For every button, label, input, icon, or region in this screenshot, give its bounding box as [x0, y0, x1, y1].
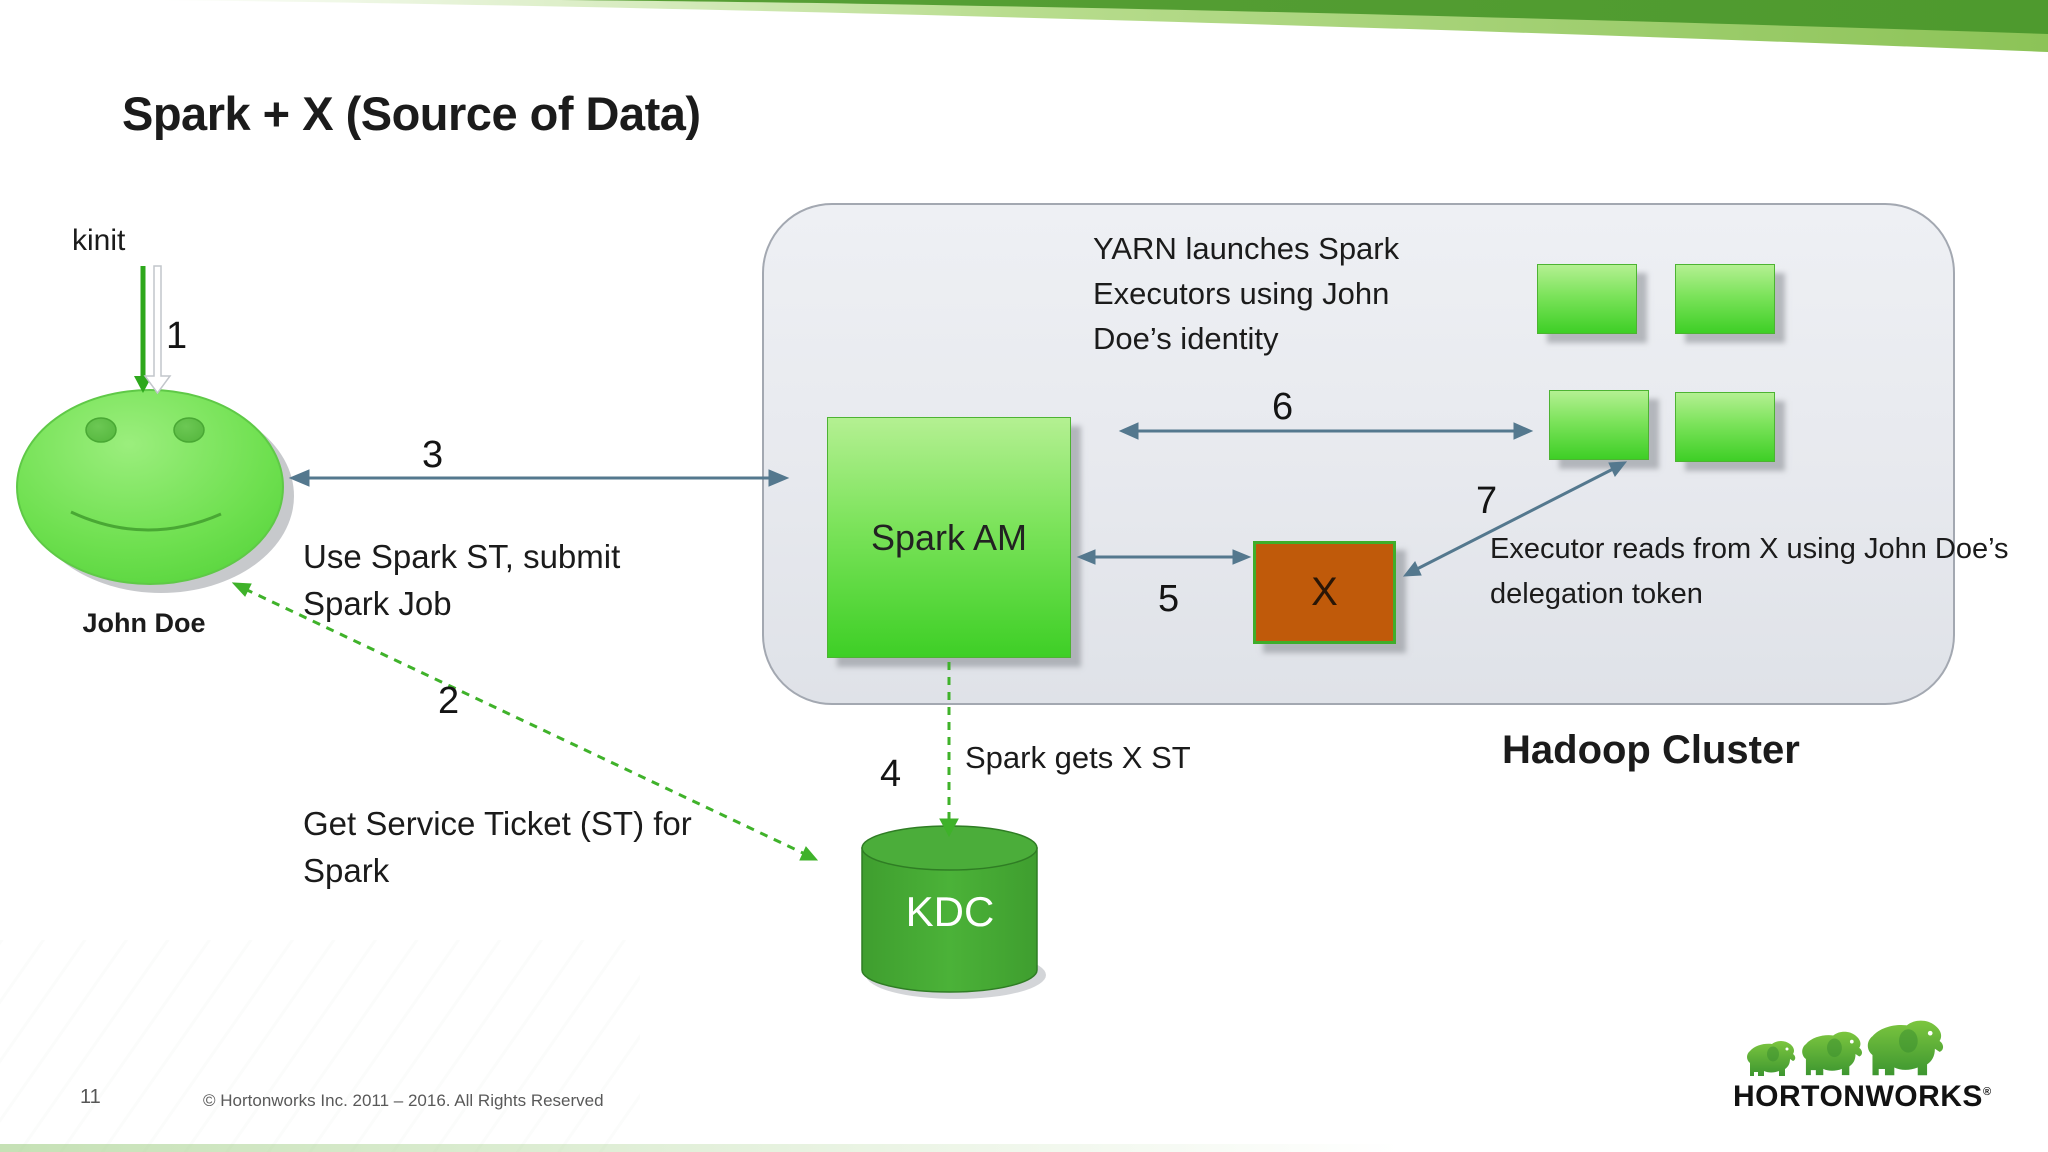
note-get-service-ticket: Get Service Ticket (ST) for Spark	[303, 805, 692, 889]
note-use-spark-st: Use Spark ST, submit Spark Job	[303, 538, 621, 622]
slide-title: Spark + X (Source of Data)	[122, 87, 701, 140]
step-2-label: 2	[438, 680, 460, 722]
kinit-label: kinit	[72, 224, 126, 257]
right-eye	[173, 417, 205, 443]
step-7-label: 7	[1476, 480, 1498, 522]
top-banner-swoosh	[150, 0, 2048, 52]
note-executor-reads: Executor reads from X using John Doe’s d…	[1490, 533, 2009, 610]
registered-mark: ®	[1982, 1086, 1992, 1098]
john-doe-label: John Doe	[82, 608, 206, 638]
executor-node-1	[1537, 264, 1637, 334]
spark-am-node: Spark AM	[827, 417, 1071, 658]
page-number: 11	[80, 1086, 101, 1109]
copyright-text: © Hortonworks Inc. 2011 – 2016. All Righ…	[203, 1091, 604, 1111]
brand-text: HORTONWORKS	[1733, 1080, 1983, 1113]
bottom-green-strip	[0, 1144, 1400, 1152]
smile	[70, 510, 222, 532]
executor-node-3	[1549, 390, 1649, 460]
arrow-step3	[288, 469, 790, 487]
john-doe-face	[16, 389, 294, 593]
step-3-label: 3	[422, 434, 444, 476]
executor-node-2	[1675, 264, 1775, 334]
x-datasource-node: X	[1253, 541, 1396, 644]
hadoop-cluster-label: Hadoop Cluster	[1502, 728, 1800, 772]
executor-node-4	[1675, 392, 1775, 462]
note-yarn-launches: YARN launches Spark Executors using John…	[1093, 231, 1400, 356]
step-4-label: 4	[880, 753, 902, 795]
step-6-label: 6	[1272, 386, 1294, 428]
step-5-label: 5	[1158, 578, 1180, 620]
x-node-label: X	[1311, 570, 1338, 614]
left-eye	[85, 417, 117, 443]
note-spark-gets-x-st: Spark gets X ST	[965, 740, 1191, 775]
spark-am-label: Spark AM	[870, 516, 1028, 558]
hortonworks-wordmark: HORTONWORKS®	[1733, 1080, 1992, 1114]
kdc-label: KDC	[905, 888, 995, 935]
watermark-stripes	[0, 940, 640, 1152]
arrow-kinit-green	[134, 266, 152, 393]
step-1-label: 1	[166, 315, 188, 357]
